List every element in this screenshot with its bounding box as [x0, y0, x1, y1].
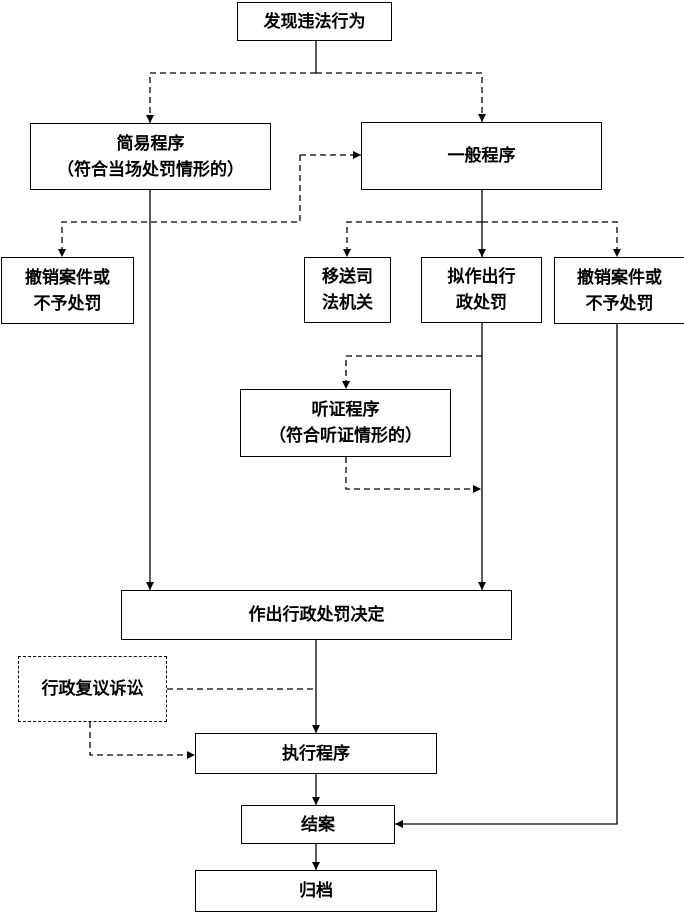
node-review-litigation: 行政复议诉讼	[18, 656, 167, 722]
node-discover-violation: 发现违法行为	[237, 2, 392, 41]
node-hearing-procedure: 听证程序 （符合听证情形的）	[240, 389, 451, 457]
node-close-case: 结案	[241, 805, 395, 844]
edge-discover-to-general	[316, 72, 486, 122]
node-penalty-decision: 作出行政处罚决定	[121, 590, 512, 640]
edge-hearing-return	[345, 457, 481, 493]
node-simple-procedure: 简易程序 （符合当场处罚情形的）	[30, 123, 271, 190]
node-revoke-left: 撤销案件或 不予处罚	[1, 257, 134, 324]
edge-review-to-execute	[89, 722, 195, 759]
edge-simple-to-revoke-left	[58, 155, 301, 257]
node-revoke-right: 撤销案件或 不予处罚	[554, 257, 684, 324]
node-propose-penalty: 拟作出行 政处罚	[421, 257, 542, 323]
node-archive: 归档	[195, 870, 437, 912]
node-general-procedure: 一般程序	[361, 122, 602, 190]
node-transfer-judicial: 移送司 法机关	[304, 257, 391, 323]
edge-discover-to-simple	[146, 72, 316, 123]
edge-revoke-right-to-close	[395, 324, 618, 828]
node-execution-procedure: 执行程序	[195, 733, 437, 774]
edge-general-to-transfer	[343, 221, 482, 257]
edge-general-to-revoke-right	[482, 221, 621, 257]
edge-propose-to-hearing	[342, 355, 482, 389]
